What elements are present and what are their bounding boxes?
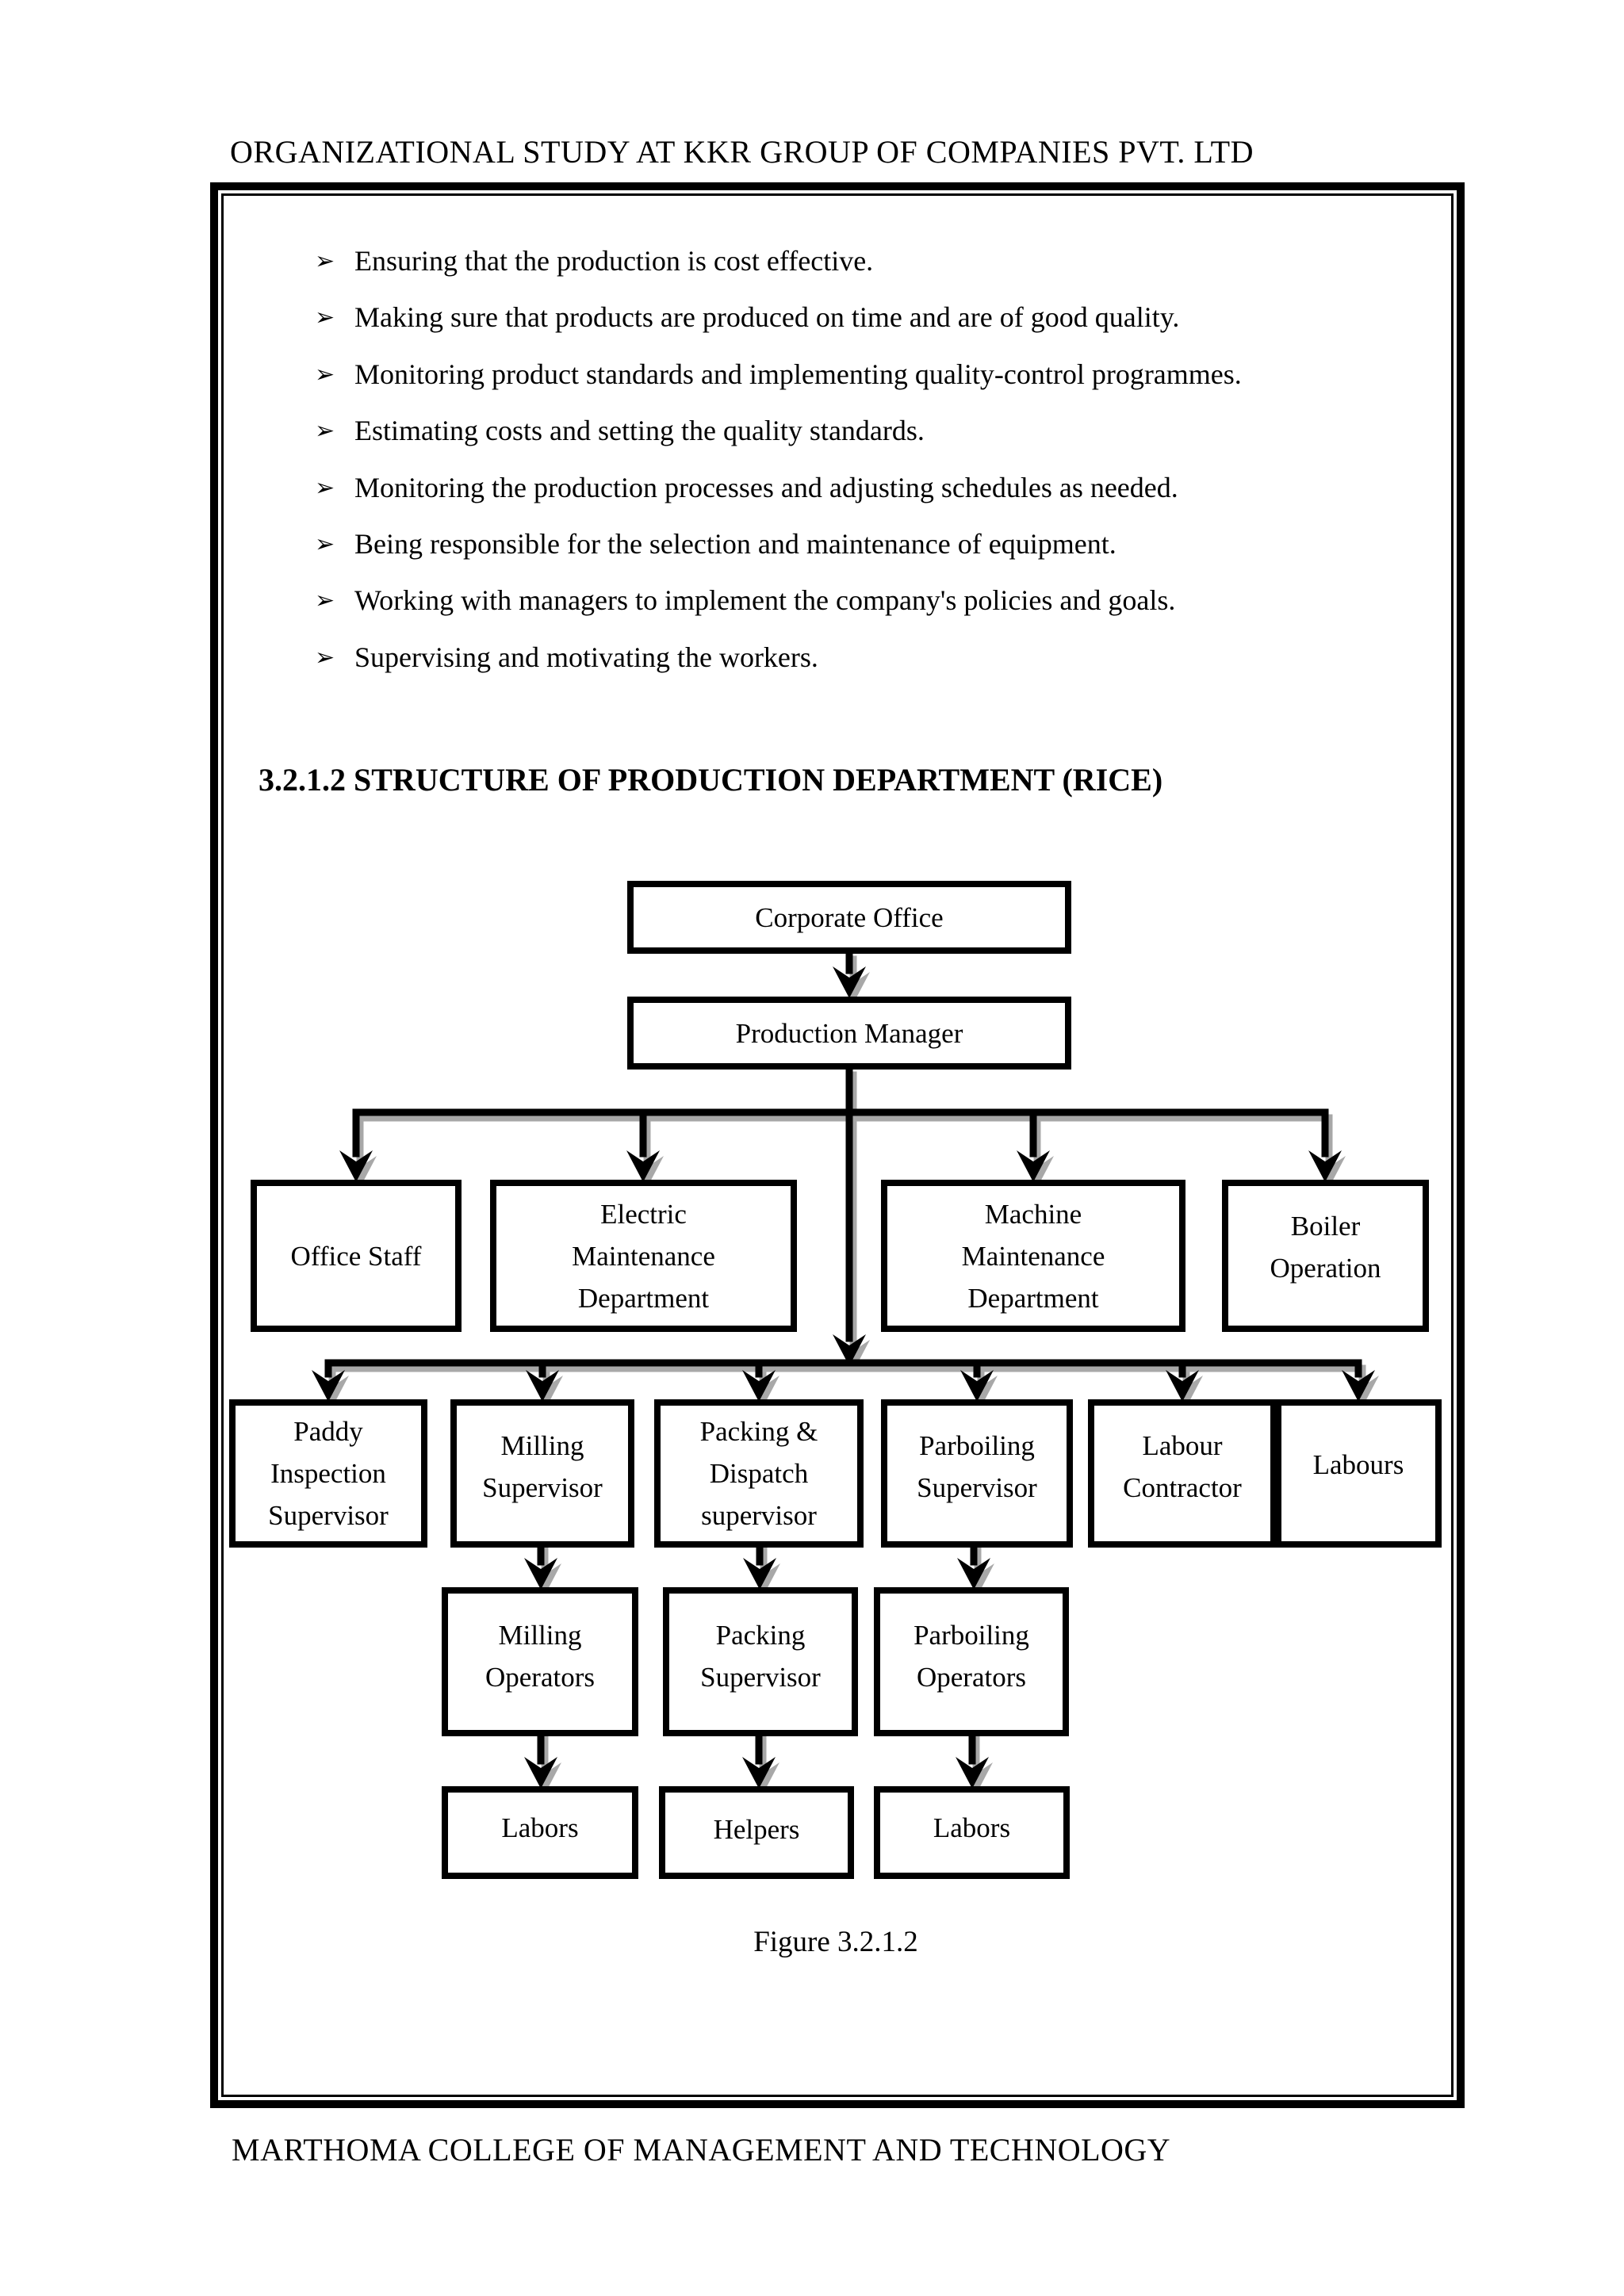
list-item-text: Estimating costs and setting the quality… [354, 415, 925, 447]
org-node-parboiling-operators: Parboiling Operators [874, 1587, 1069, 1736]
list-item-text: Monitoring product standards and impleme… [354, 358, 1242, 390]
list-item: ➢ Working with managers to implement the… [315, 584, 1242, 617]
org-node-labors-parboiling: Labors [874, 1786, 1070, 1879]
org-node-packing-dispatch-supervisor: Packing & Dispatch supervisor [654, 1399, 864, 1548]
org-node-label: Labours [1312, 1449, 1404, 1480]
org-node-electric-maintenance: Electric Maintenance Department [490, 1180, 797, 1332]
list-item-text: Making sure that products are produced o… [354, 301, 1180, 334]
org-node-paddy-inspection-supervisor: Paddy Inspection Supervisor [229, 1399, 427, 1548]
list-item: ➢ Making sure that products are produced… [315, 301, 1242, 334]
org-node-label: Production Manager [735, 1017, 963, 1049]
list-item: ➢ Being responsible for the selection an… [315, 527, 1242, 560]
arrow-bullet-icon: ➢ [315, 530, 335, 558]
responsibilities-list: ➢ Ensuring that the production is cost e… [315, 247, 1242, 699]
org-node-label: Boiler Operation [1270, 1211, 1381, 1284]
org-node-label: Electric Maintenance Department [572, 1198, 715, 1314]
section-heading: 3.2.1.2 STRUCTURE OF PRODUCTION DEPARTME… [259, 762, 1163, 798]
org-node-label: Labors [501, 1812, 579, 1843]
figure-caption: Figure 3.2.1.2 [753, 1926, 918, 1958]
list-item-text: Being responsible for the selection and … [354, 527, 1116, 560]
org-node-production-manager: Production Manager [627, 997, 1071, 1070]
page-header-title: ORGANIZATIONAL STUDY AT KKR GROUP OF COM… [230, 134, 1254, 170]
org-node-label: Labour Contractor [1123, 1430, 1242, 1503]
org-node-boiler-operation: Boiler Operation [1222, 1180, 1429, 1332]
org-node-parboiling-supervisor: Parboiling Supervisor [881, 1399, 1073, 1548]
org-node-labors-milling: Labors [442, 1786, 638, 1879]
org-node-office-staff: Office Staff [251, 1180, 462, 1332]
list-item: ➢ Monitoring product standards and imple… [315, 358, 1242, 390]
arrow-bullet-icon: ➢ [315, 417, 335, 446]
org-node-label: Parboiling Operators [914, 1620, 1029, 1693]
org-node-label: Paddy Inspection Supervisor [268, 1416, 389, 1531]
list-item-text: Monitoring the production processes and … [354, 471, 1178, 503]
list-item: ➢ Supervising and motivating the workers… [315, 641, 1242, 673]
org-node-milling-operators: Milling Operators [442, 1587, 638, 1736]
org-node-label: Helpers [713, 1814, 800, 1845]
org-node-labour-contractor: Labour Contractor [1088, 1399, 1277, 1548]
org-node-label: Packing Supervisor [700, 1620, 821, 1693]
org-node-labours: Labours [1275, 1399, 1442, 1548]
org-node-label: Milling Operators [485, 1620, 595, 1693]
list-item-text: Ensuring that the production is cost eff… [354, 245, 874, 277]
list-item-text: Supervising and motivating the workers. [354, 641, 818, 673]
org-node-label: Packing & Dispatch supervisor [699, 1416, 818, 1531]
arrow-bullet-icon: ➢ [315, 247, 335, 275]
org-node-label: Labors [933, 1812, 1011, 1843]
arrow-bullet-icon: ➢ [315, 587, 335, 615]
org-node-corporate-office: Corporate Office [627, 881, 1071, 954]
arrow-bullet-icon: ➢ [315, 473, 335, 502]
org-node-label: Office Staff [290, 1240, 422, 1272]
arrow-bullet-icon: ➢ [315, 360, 335, 388]
list-item-text: Working with managers to implement the c… [354, 584, 1176, 617]
page-footer-text: MARTHOMA COLLEGE OF MANAGEMENT AND TECHN… [232, 2132, 1171, 2168]
list-item: ➢ Estimating costs and setting the quali… [315, 415, 1242, 447]
org-node-label: Milling Supervisor [482, 1430, 603, 1503]
page-border-frame [210, 182, 1465, 2108]
org-node-packing-supervisor: Packing Supervisor [663, 1587, 858, 1736]
org-node-label: Parboiling Supervisor [917, 1430, 1037, 1503]
arrow-bullet-icon: ➢ [315, 643, 335, 672]
org-node-label: Machine Maintenance Department [961, 1198, 1105, 1314]
page-border-frame-inner [221, 193, 1454, 2097]
org-node-helpers: Helpers [659, 1786, 854, 1879]
org-node-milling-supervisor: Milling Supervisor [450, 1399, 634, 1548]
list-item: ➢ Monitoring the production processes an… [315, 473, 1242, 502]
org-node-machine-maintenance: Machine Maintenance Department [881, 1180, 1185, 1332]
org-node-label: Corporate Office [755, 901, 944, 933]
arrow-bullet-icon: ➢ [315, 304, 335, 332]
list-item: ➢ Ensuring that the production is cost e… [315, 245, 1242, 277]
